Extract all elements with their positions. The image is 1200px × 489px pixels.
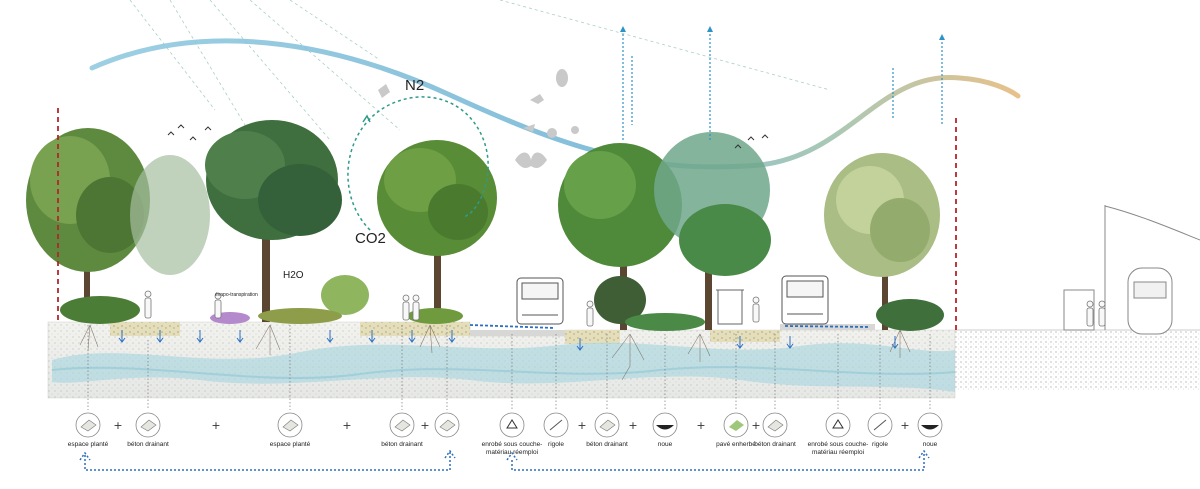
h2o-label: H2O (283, 270, 304, 281)
legend-glyph (506, 419, 518, 429)
legend-label: espace planté (68, 441, 109, 448)
tram (1063, 205, 1200, 335)
legend-label: béton drainant (127, 441, 169, 448)
legend-glyph (729, 420, 744, 431)
tree-left-2 (130, 155, 210, 275)
tree-right (824, 153, 940, 330)
tree-middle-1 (558, 143, 682, 330)
legend-label: matériau réemploi (812, 449, 864, 456)
legend-label: béton drainant (381, 441, 423, 448)
legend-glyph (832, 419, 844, 429)
legend-item: béton drainant (754, 412, 796, 448)
plus-operator: + (900, 419, 909, 432)
legend-item: enrobé sous couche-matériau réemploi (808, 412, 869, 456)
tree-middle-2 (654, 132, 771, 330)
legend-label: noue (658, 441, 673, 448)
evaporation-arrows (620, 26, 945, 140)
plus-operator: + (696, 419, 705, 432)
legend-glyph (80, 419, 97, 432)
legend-item: espace planté (270, 412, 311, 448)
tree-left (26, 128, 150, 322)
material-legend: espace planté béton drainant espace planté… (68, 412, 943, 456)
bus-right (781, 275, 829, 325)
birds (167, 124, 769, 149)
leader-lines (87, 325, 931, 410)
legend-glyph (140, 419, 157, 432)
tree-round (377, 140, 497, 322)
legend-label: rigole (872, 441, 888, 448)
tree-large (205, 120, 342, 322)
legend-label: béton drainant (754, 441, 796, 448)
legend-item: pavé enherbé (716, 412, 756, 448)
fauna (378, 69, 579, 168)
infiltration-arrows (118, 330, 899, 351)
legend-label: noue (923, 441, 938, 448)
legend-item: béton drainant (127, 412, 169, 448)
legend-label: pavé enherbé (716, 441, 756, 448)
legend-glyph (394, 419, 411, 432)
tree-roots (79, 324, 911, 381)
carbon-cycle (347, 96, 489, 231)
n2-label: N2 (405, 77, 424, 94)
plus-operator: + (628, 419, 637, 432)
legend-glyph (873, 419, 887, 431)
trees (26, 120, 940, 330)
legend-item: noue (652, 412, 678, 448)
legend-glyph (282, 419, 299, 432)
legend-glyph (439, 419, 456, 432)
evapotranspiration-label: évapo-transpiration (215, 292, 258, 298)
legend-label: enrobé sous couche- (482, 441, 543, 448)
legend-glyph (767, 419, 784, 432)
co2-label: CO2 (355, 230, 386, 247)
plus-operator: + (420, 419, 429, 432)
legend-item: rigole (543, 412, 569, 448)
legend-label: espace planté (270, 441, 311, 448)
plus-operator: + (342, 419, 351, 432)
plus-operator: + (211, 419, 220, 432)
soil-section (47, 321, 956, 399)
right-ground (955, 329, 1200, 390)
runoff-arrows (469, 324, 871, 329)
legend-glyph (921, 425, 939, 430)
legend-item: béton drainant (381, 412, 423, 448)
legend-item (434, 412, 460, 438)
bus-left (516, 277, 564, 325)
legend-label: béton drainant (586, 441, 628, 448)
recycle-icon (825, 412, 851, 438)
legend-glyph (599, 419, 616, 432)
legend-item: béton drainant (586, 412, 628, 448)
legend-label: enrobé sous couche- (808, 441, 869, 448)
legend-item: noue (917, 412, 943, 448)
plus-operator: + (577, 419, 586, 432)
plus-operator: + (113, 419, 122, 432)
shrubs (60, 275, 944, 331)
plus-operator: + (751, 419, 760, 432)
connector-brackets (79, 449, 930, 471)
legend-item: enrobé sous couche-matériau réemploi (482, 412, 543, 456)
legend-item: espace planté (68, 412, 109, 448)
recycle-icon (499, 412, 525, 438)
legend-operators: + + + + + + + + + (113, 419, 909, 432)
legend-item: rigole (867, 412, 893, 448)
pedestrians (144, 290, 1106, 327)
legend-glyph (656, 425, 674, 430)
legend-label: rigole (548, 441, 564, 448)
bus-shelter (716, 289, 744, 325)
sun-rays (129, 0, 831, 151)
legend-glyph (549, 419, 563, 431)
